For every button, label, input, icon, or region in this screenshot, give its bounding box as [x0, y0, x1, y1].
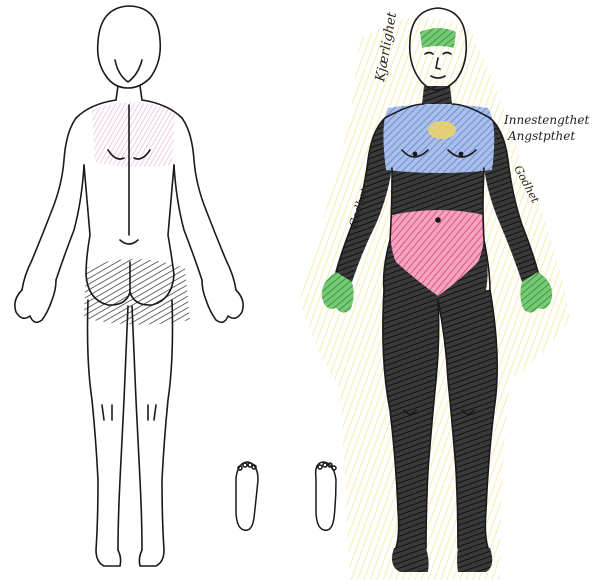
back-upper-pink-area — [92, 103, 175, 167]
annotation-chest-line1: Innestengthet — [503, 113, 589, 127]
front-view-figure — [300, 8, 570, 580]
left-foot-sole — [236, 462, 258, 530]
annotation-chest-line2: Angstpthet — [507, 129, 575, 143]
front-head-green-area — [420, 28, 456, 48]
front-heart-yellow-spot — [428, 121, 456, 139]
front-neck-black — [422, 86, 452, 104]
back-right-hand — [202, 280, 243, 322]
back-left-hand — [15, 280, 56, 322]
right-foot-sole — [316, 462, 336, 530]
back-view-figure — [15, 6, 243, 566]
foot-soles — [236, 462, 336, 530]
back-head-outline — [98, 6, 161, 88]
back-buttocks-dark-area — [84, 259, 190, 325]
